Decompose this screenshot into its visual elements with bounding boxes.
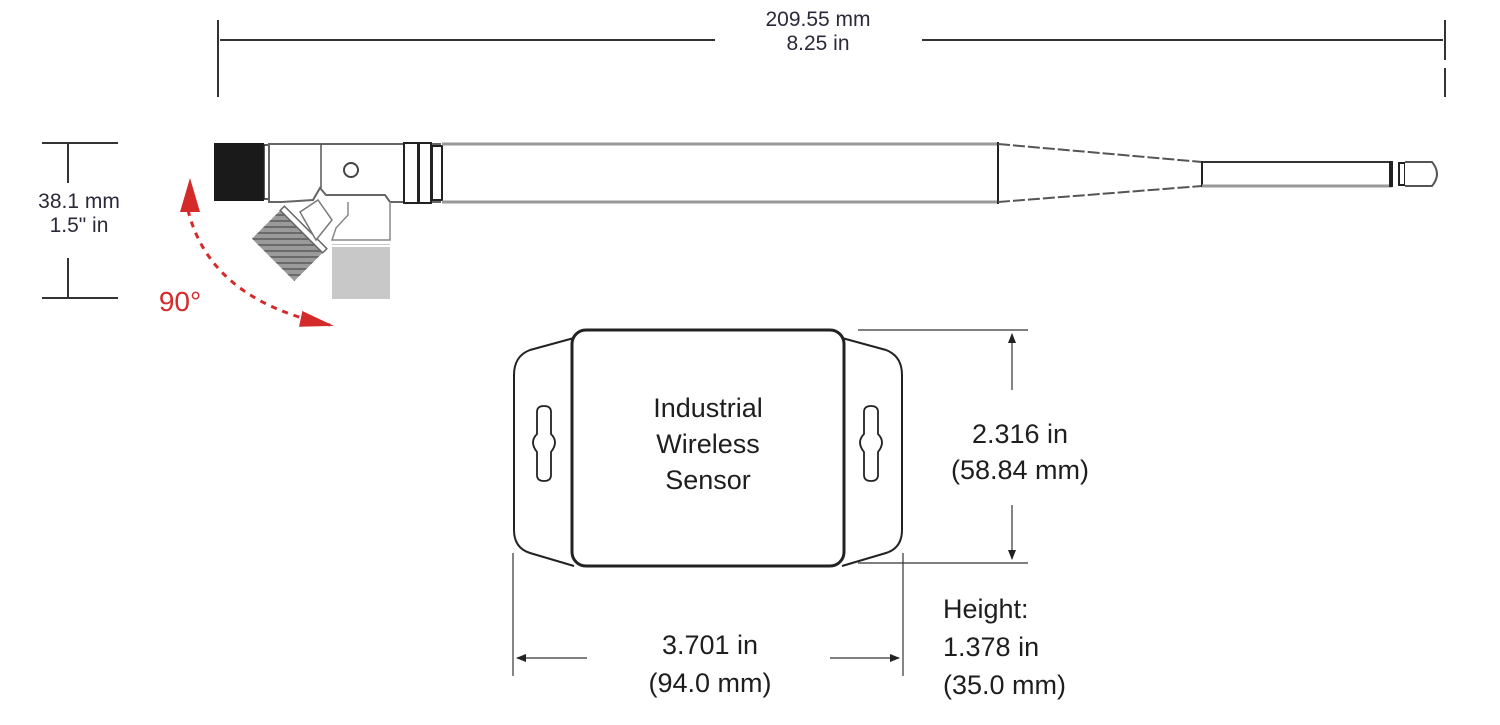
rotation-angle-label: 90° bbox=[158, 286, 202, 317]
sensor-depth-dimension bbox=[858, 329, 1028, 564]
antenna-height-mm: 38.1 mm bbox=[38, 190, 120, 213]
antenna-length-dimension bbox=[217, 20, 1446, 97]
sensor-width-in: 3.701 in bbox=[661, 630, 759, 660]
antenna-height-label: 38.1 mm 1.5" in bbox=[14, 190, 144, 238]
sensor-height-label: Height: 1.378 in (35.0 mm) bbox=[943, 590, 1123, 704]
sensor-width-mm: (94.0 mm) bbox=[648, 668, 772, 698]
sensor-name-label: Industrial Wireless Sensor bbox=[608, 390, 808, 498]
antenna-length-in: 8.25 in bbox=[786, 32, 850, 56]
antenna-height-in: 1.5" in bbox=[49, 214, 109, 238]
antenna-drawing bbox=[180, 142, 1438, 327]
antenna-height-dimension bbox=[42, 142, 118, 299]
sensor-height-in: 1.378 in bbox=[943, 632, 1040, 662]
sensor-name-line3: Sensor bbox=[665, 465, 751, 495]
antenna-length-label: 209.55 mm 8.25 in bbox=[718, 8, 918, 56]
sensor-width-dimension bbox=[512, 553, 904, 676]
antenna-length-mm: 209.55 mm bbox=[765, 8, 871, 31]
sensor-height-title: Height: bbox=[943, 594, 1029, 624]
sensor-depth-mm: (58.84 mm) bbox=[950, 455, 1090, 485]
sensor-depth-label: 2.316 in (58.84 mm) bbox=[930, 416, 1110, 488]
sensor-name-line1: Industrial bbox=[653, 393, 763, 423]
sensor-width-label: 3.701 in (94.0 mm) bbox=[620, 626, 800, 702]
sensor-depth-in: 2.316 in bbox=[971, 419, 1069, 449]
sensor-height-mm: (35.0 mm) bbox=[943, 670, 1067, 700]
sensor-enclosure-drawing bbox=[513, 328, 903, 568]
sensor-name-line2: Wireless bbox=[656, 429, 760, 459]
